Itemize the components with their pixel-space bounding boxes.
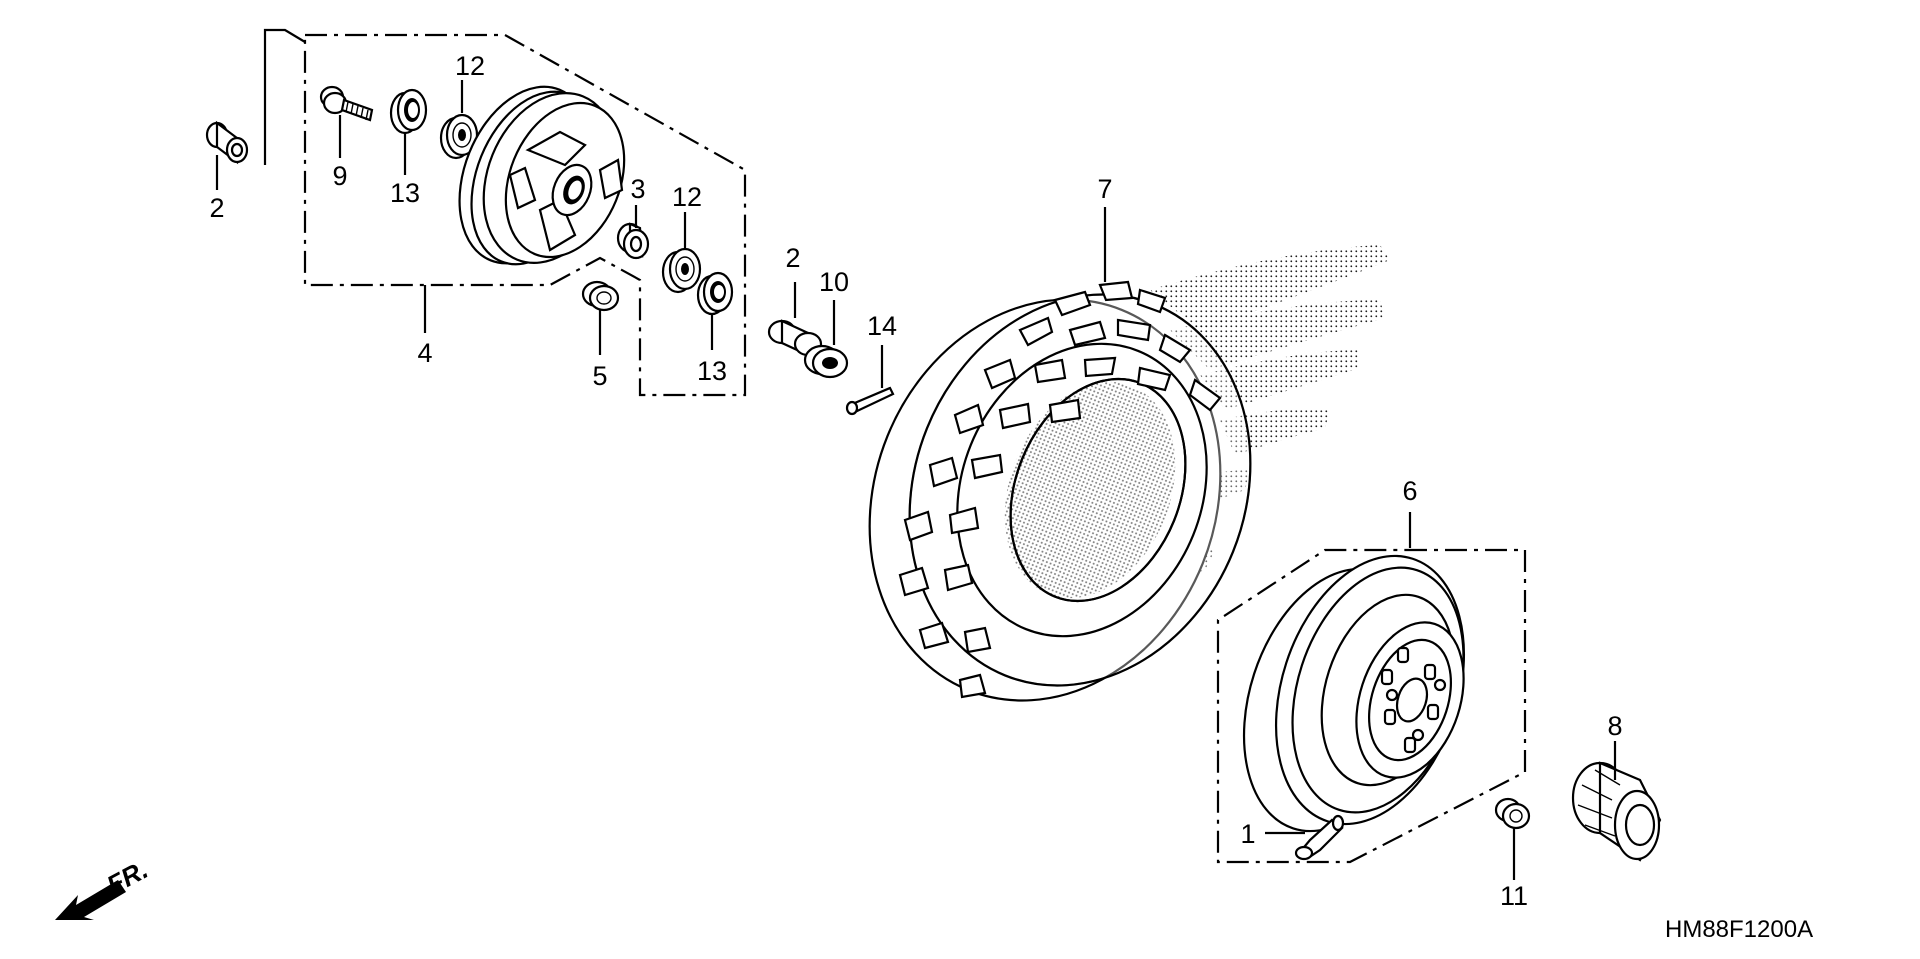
front-wheel-hub [458,85,626,266]
tire [868,207,1252,702]
wheel-rim [1242,554,1466,833]
callout-2-left: 2 [209,193,224,223]
wheel-cap [1571,741,1662,862]
bearing-upper [439,80,479,160]
callout-2-right: 2 [785,243,800,273]
castle-nut [803,300,849,379]
tire-tread [898,280,1222,699]
callout-11: 11 [1500,881,1528,911]
callout-5: 5 [592,361,607,391]
collar-right [767,282,823,357]
callout-13-upper: 13 [390,178,420,208]
hub-nut [581,280,620,355]
callout-13-lower: 13 [697,356,727,386]
callout-3: 3 [630,174,645,204]
dust-seal-lower [696,271,734,350]
callout-1: 1 [1240,819,1255,849]
callout-14: 14 [867,311,897,341]
tire-valve [1265,814,1345,861]
hub-assembly-bracket [303,33,747,397]
wheel-nut [1494,797,1531,880]
front-direction-arrow: FR. [55,854,153,920]
wheel-rim-bracket [1216,512,1527,864]
dust-seal-upper [389,88,428,175]
cotter-pin [845,345,895,416]
collar-leader [263,28,306,165]
hub-bolt [319,85,374,158]
callout-4: 4 [417,338,432,368]
distance-collar [616,205,650,260]
bearing-lower [661,212,702,294]
diagram-code: HM88F1200A [1665,916,1813,943]
callout-10: 10 [819,267,849,297]
callout-7: 7 [1097,174,1112,204]
callout-8: 8 [1607,711,1622,741]
callout-12-upper: 12 [455,51,485,81]
callout-12-lower: 12 [672,182,702,212]
collar-left [205,120,249,190]
callout-6: 6 [1402,476,1417,506]
callout-9: 9 [332,161,347,191]
